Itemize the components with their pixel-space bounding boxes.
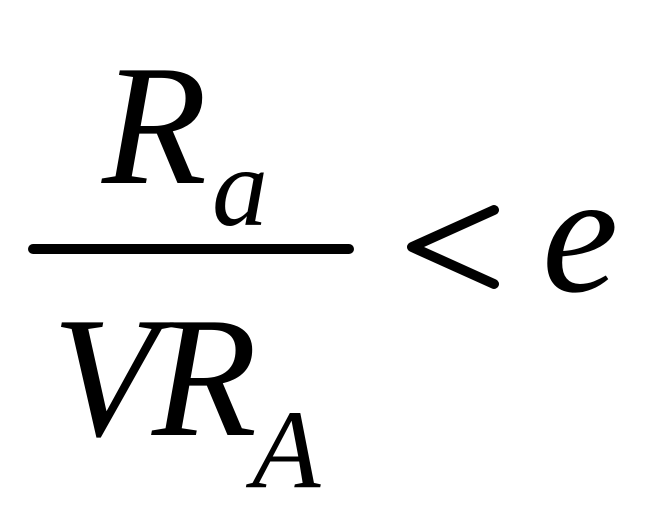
denominator-subscript: A xyxy=(252,388,321,512)
fraction-bar xyxy=(28,244,354,254)
rhs-symbol-e: e xyxy=(542,139,619,329)
numerator-symbol-r: R xyxy=(102,31,208,221)
denominator-symbol-v: V xyxy=(52,283,158,473)
numerator-subscript: a xyxy=(212,126,268,250)
denominator-symbol-r: R xyxy=(152,283,258,473)
less-than-symbol xyxy=(407,205,499,289)
